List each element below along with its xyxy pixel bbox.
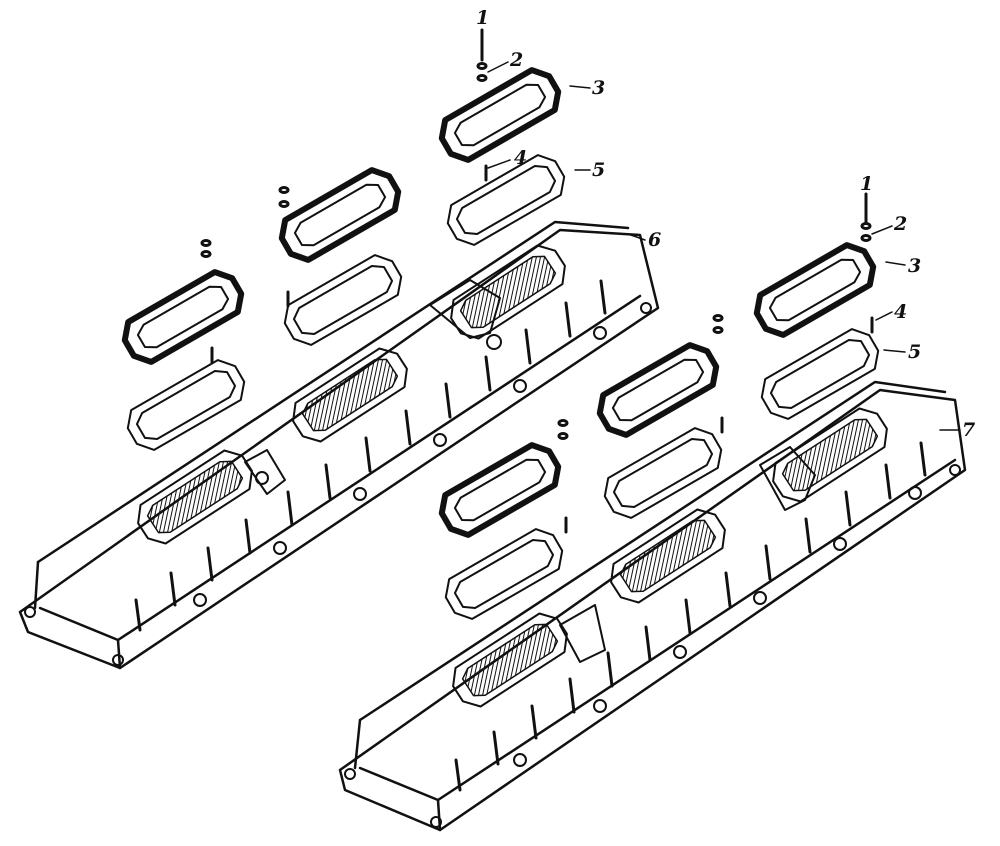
gasket-right-1: [437, 522, 571, 626]
cover-right-1: [435, 439, 565, 541]
gasket-left-3: [439, 148, 573, 252]
cover-left-2: [275, 164, 405, 266]
right-valve-cover-assembly: [338, 192, 967, 832]
callout-right-4: 4: [894, 301, 907, 323]
left-valve-cover-assembly: [18, 28, 660, 670]
callout-left-1: 1: [476, 7, 489, 29]
fasteners-right: [557, 192, 874, 534]
callout-left-4: 4: [514, 147, 527, 169]
cover-left-3: [435, 64, 565, 166]
callout-labels: 1 2 3 4 5 6 1 2 3 4 5 7: [476, 7, 975, 441]
callout-6: 6: [648, 229, 661, 251]
valve-cover-housing-left: [18, 220, 660, 670]
callout-right-5: 5: [908, 341, 921, 363]
fasteners-left: [200, 28, 488, 364]
callout-7: 7: [962, 419, 975, 441]
cover-left-1: [118, 266, 248, 368]
gasket-right-2: [596, 421, 730, 525]
callout-left-5: 5: [592, 159, 605, 181]
callout-right-3: 3: [908, 255, 921, 277]
callout-right-2: 2: [893, 213, 907, 235]
gasket-right-3: [753, 322, 887, 426]
cover-right-3: [750, 239, 880, 341]
gasket-left-1: [119, 353, 253, 457]
callout-left-3: 3: [592, 77, 605, 99]
callout-left-2: 2: [509, 49, 523, 71]
gasket-left-2: [276, 248, 410, 352]
valve-cover-housing-right: [338, 380, 967, 832]
callout-right-1: 1: [860, 173, 873, 195]
cover-right-2: [593, 339, 723, 441]
